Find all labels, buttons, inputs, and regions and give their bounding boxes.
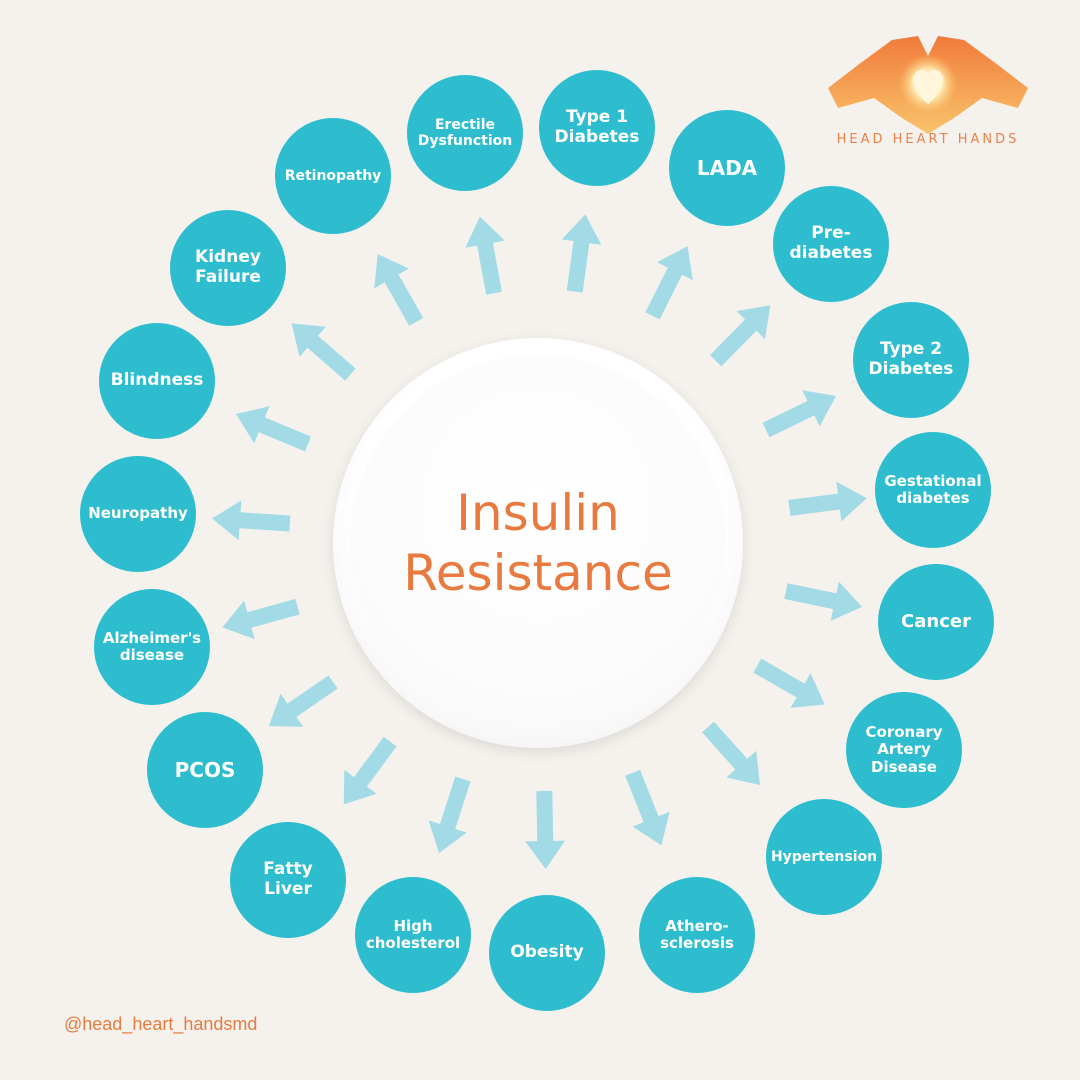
condition-label: Cancer <box>901 610 971 632</box>
heart-hands-logo <box>828 36 1028 134</box>
condition-node: Pre- diabetes <box>773 186 889 302</box>
arrow-icon <box>211 500 291 541</box>
condition-label: Retinopathy <box>284 167 382 184</box>
arrow-icon <box>625 770 670 846</box>
condition-node: Cancer <box>878 564 994 680</box>
condition-label: LADA <box>696 155 758 180</box>
social-handle: @head_heart_handsmd <box>64 1014 258 1034</box>
condition-label: Gestational diabetes <box>884 471 982 507</box>
condition-node: Athero- sclerosis <box>639 877 755 993</box>
arrow-icon <box>236 406 312 452</box>
condition-label: Erectile Dysfunction <box>417 116 513 149</box>
center-circle: Insulin Resistance <box>350 355 726 731</box>
condition-label: Coronary Artery Disease <box>865 723 943 776</box>
arrow-icon <box>762 390 836 438</box>
arrow-icon <box>222 599 301 640</box>
condition-label: Neuropathy <box>88 504 188 523</box>
condition-label: Type 1 Diabetes <box>554 107 640 147</box>
condition-label: PCOS <box>174 757 236 782</box>
arrow-icon <box>373 254 423 326</box>
condition-node: Type 2 Diabetes <box>853 302 969 418</box>
condition-label: Fatty Liver <box>263 859 313 899</box>
condition-node: Hypertension <box>766 799 882 915</box>
arrow-icon <box>465 216 506 295</box>
arrow-icon <box>344 736 397 805</box>
condition-label: High cholesterol <box>365 916 461 952</box>
condition-label: Type 2 Diabetes <box>868 339 954 379</box>
condition-label: Pre- diabetes <box>789 223 873 263</box>
condition-node: Gestational diabetes <box>875 432 991 548</box>
condition-node: Type 1 Diabetes <box>539 70 655 186</box>
condition-node: Alzheimer's disease <box>94 589 210 705</box>
condition-node: Erectile Dysfunction <box>407 75 523 191</box>
arrow-icon <box>291 323 357 382</box>
arrow-icon <box>525 790 566 869</box>
arrow-icon <box>428 776 471 854</box>
condition-label: Obesity <box>510 942 584 963</box>
condition-node: Obesity <box>489 895 605 1011</box>
arrow-icon <box>268 675 338 727</box>
condition-label: Hypertension <box>770 848 878 865</box>
condition-node: Retinopathy <box>275 118 391 234</box>
arrow-icon <box>701 721 760 786</box>
condition-node: Fatty Liver <box>230 822 346 938</box>
center-title-line1: Insulin <box>456 484 620 542</box>
condition-node: Neuropathy <box>80 456 196 572</box>
condition-label: Athero- sclerosis <box>660 916 734 952</box>
condition-node: Coronary Artery Disease <box>846 692 962 808</box>
condition-label: Alzheimer's disease <box>102 628 202 664</box>
arrow-icon <box>561 214 602 293</box>
condition-node: LADA <box>669 110 785 226</box>
condition-node: Kidney Failure <box>170 210 286 326</box>
condition-node: Blindness <box>99 323 215 439</box>
arrow-icon <box>645 246 694 320</box>
condition-label: Blindness <box>110 370 204 391</box>
brand-name: HEAD HEART HANDS <box>836 132 1020 147</box>
arrow-icon <box>787 482 867 522</box>
condition-label: Kidney Failure <box>195 247 261 287</box>
center-title-line2: Resistance <box>403 544 673 602</box>
condition-node: High cholesterol <box>355 877 471 993</box>
arrow-icon <box>784 581 863 621</box>
arrow-icon <box>753 658 825 708</box>
arrow-icon <box>710 305 771 367</box>
condition-node: PCOS <box>147 712 263 828</box>
